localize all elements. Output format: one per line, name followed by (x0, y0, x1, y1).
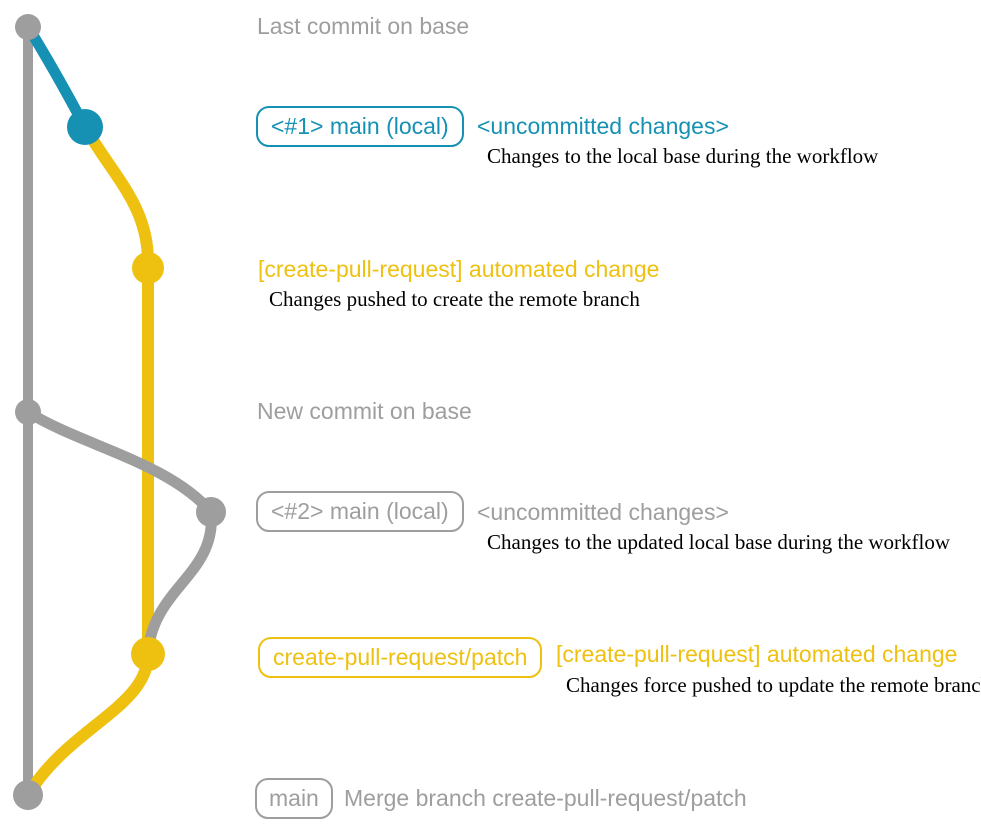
branch-badge-create-pull-request-patch: create-pull-request/patch (258, 637, 543, 678)
branch-badge-local-main-1: <#1> main (local) (256, 106, 464, 147)
new-commit-title: New commit on base (257, 398, 472, 424)
pr-commit-1-label: [create-pull-request] automated change (258, 256, 660, 282)
merge-commit-label: Merge branch create-pull-request/patch (344, 785, 747, 811)
commit-dot-new-base (15, 399, 41, 425)
uncommitted-changes-status-1: <uncommitted changes> (477, 113, 729, 139)
pr-commit-2-label: [create-pull-request] automated change (556, 641, 958, 667)
local-main-2-branch-line-upper (22, 406, 217, 518)
commit-dot-local-main-2 (196, 497, 226, 527)
local-main-2-description: Changes to the updated local base during… (487, 530, 951, 554)
last-commit-title: Last commit on base (257, 13, 470, 39)
commit-dot-merge (13, 780, 43, 810)
local-main-1-description: Changes to the local base during the wor… (487, 144, 879, 168)
pr-commit-1-description: Changes pushed to create the remote bran… (269, 287, 640, 311)
pr-commit-2-description: Changes force pushed to update the remot… (566, 673, 981, 697)
commit-dot-pr-2 (131, 637, 165, 671)
commit-dot-local-main-1 (67, 109, 103, 145)
uncommitted-changes-status-2: <uncommitted changes> (477, 499, 729, 525)
commit-dot-last-base (15, 14, 41, 40)
commit-dot-pr-1 (132, 252, 164, 284)
local-main-2-branch-line-lower (142, 506, 217, 660)
branch-badge-local-main-2: <#2> main (local) (256, 491, 464, 532)
branch-badge-main: main (255, 778, 333, 819)
